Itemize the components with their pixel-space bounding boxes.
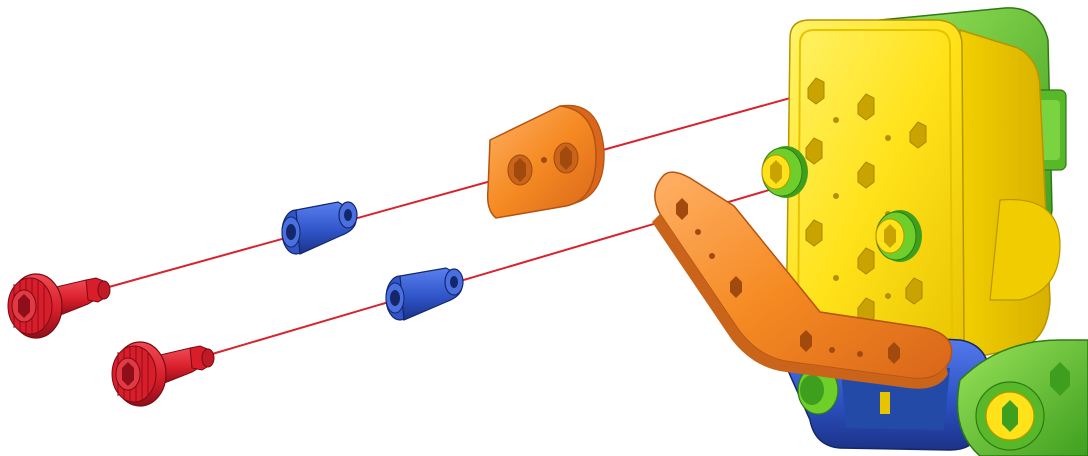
red-knurled-screw-lower (112, 342, 214, 406)
blue-spacer-sleeve-lower (386, 268, 463, 320)
green-nut-lower (876, 210, 922, 262)
red-knurled-screw-upper (8, 274, 110, 338)
green-nut-upper (762, 146, 808, 198)
blue-spacer-sleeve-upper (282, 202, 357, 254)
orange-round-washer-block (488, 105, 604, 218)
